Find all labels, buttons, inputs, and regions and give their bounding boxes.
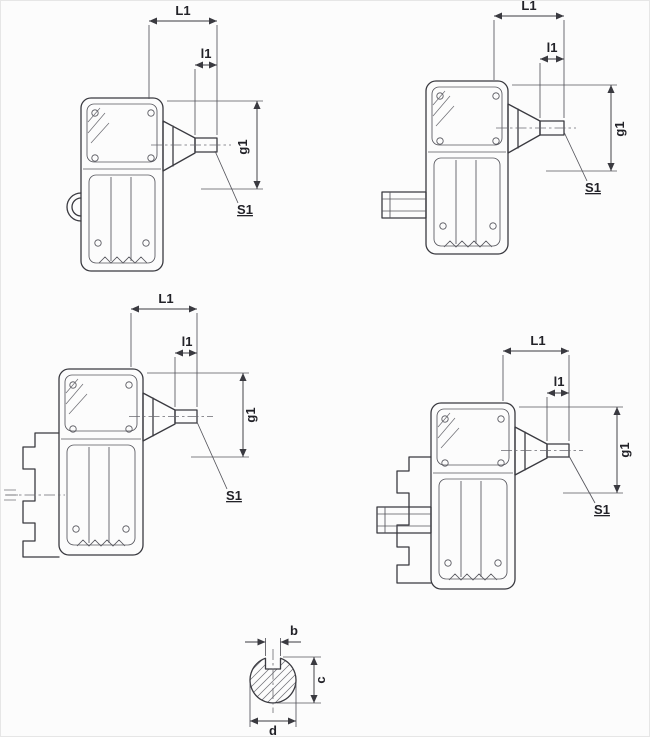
serration [76, 539, 126, 547]
callout-S1: S1 [196, 421, 242, 503]
section-hatching [250, 658, 296, 703]
shaft-section-outline [249, 657, 297, 704]
gearbox-housing [58, 368, 144, 556]
dim-L1: L1 [148, 3, 218, 135]
output-cone [142, 392, 176, 442]
dim-l1: l1 [194, 46, 217, 135]
dim-g1-label: g1 [617, 442, 632, 457]
dim-d-label: d [269, 723, 277, 737]
housing-lower-cover [438, 478, 508, 580]
dim-L1-extensions [502, 355, 570, 441]
dim-g1: g1 [147, 372, 258, 458]
dim-l1-label: l1 [201, 46, 212, 61]
dim-c: c [277, 656, 328, 704]
dim-L1-label: L1 [530, 333, 545, 348]
dim-g1-label: g1 [243, 407, 258, 422]
gearbox-housing [430, 402, 516, 590]
dim-b: b [245, 623, 301, 656]
motor-adapter [86, 103, 158, 163]
callout-S1-leader [563, 131, 588, 182]
dim-L1: L1 [502, 333, 570, 441]
dim-L1-label: L1 [158, 291, 173, 306]
dim-L1: L1 [130, 291, 198, 407]
output-cone [162, 120, 196, 172]
output-cone [514, 426, 548, 476]
dim-c-label: c [313, 676, 328, 683]
housing-detail-lines [433, 472, 513, 577]
hollow-shaft-hub [66, 192, 82, 222]
callout-S1: S1 [214, 150, 253, 217]
callout-S1-leader [196, 421, 228, 490]
dim-l1: l1 [174, 334, 197, 407]
housing-lower-cover [66, 444, 136, 546]
serration [448, 573, 498, 581]
gearbox-housing [80, 97, 164, 272]
dim-g1: g1 [167, 100, 263, 190]
motor-adapter [64, 374, 138, 432]
input-shaft-details [377, 507, 431, 533]
dim-l1-label: l1 [547, 40, 558, 55]
surface-hatch [87, 107, 110, 144]
view-1: L1 l1 g1 S1 [66, 3, 263, 272]
housing-detail-lines [83, 168, 161, 261]
serration [443, 240, 493, 248]
dim-L1-extensions [148, 25, 218, 135]
output-cone [507, 103, 541, 154]
dim-l1: l1 [546, 374, 569, 441]
callout-S1-label: S1 [594, 502, 610, 517]
dim-L1-extensions [493, 20, 565, 118]
shaft-cross-section: b c d [245, 623, 328, 737]
callout-S1-label: S1 [237, 202, 253, 217]
view-4: L1 l1 g1 S1 [376, 333, 632, 590]
callout-S1-label: S1 [585, 180, 601, 195]
section-hatch-lines [250, 658, 296, 703]
housing-detail-lines [428, 151, 506, 244]
motor-adapter [431, 86, 503, 146]
dim-L1-label: L1 [175, 3, 190, 18]
dim-L1-label: L1 [521, 1, 536, 13]
callout-S1: S1 [568, 455, 610, 517]
bolt-holes [441, 415, 505, 567]
dim-l1: l1 [539, 40, 564, 118]
dim-g1-label: g1 [235, 139, 250, 154]
mounting-flange [22, 432, 60, 558]
callout-S1-leader [568, 455, 596, 504]
motor-adapter [436, 408, 510, 466]
surface-hatch [432, 90, 455, 127]
input-shaft-details [382, 192, 426, 218]
view-2: L1 l1 g1 S1 [381, 1, 627, 255]
callout-S1-label: S1 [226, 488, 242, 503]
housing-lower-cover [433, 157, 501, 247]
dim-g1-extensions [147, 372, 249, 458]
dim-l1-label: l1 [554, 374, 565, 389]
dim-b-label: b [290, 623, 298, 638]
bolt-holes [436, 92, 500, 230]
dim-d: d [249, 683, 297, 737]
dim-g1: g1 [519, 406, 632, 494]
bolt-holes [91, 109, 155, 247]
dim-g1-extensions [519, 406, 623, 494]
bolt-holes [69, 381, 133, 533]
callout-S1: S1 [563, 131, 601, 195]
view-3: L1 l1 g1 S1 [4, 291, 258, 558]
dim-d-extensions [249, 683, 297, 727]
dim-g1: g1 [512, 84, 627, 172]
callout-S1-leader [214, 150, 239, 204]
dim-L1: L1 [493, 1, 565, 118]
dim-g1-label: g1 [612, 121, 627, 136]
serration [98, 256, 148, 264]
input-shaft [381, 191, 427, 219]
dim-g1-extensions [512, 84, 617, 172]
dim-l1-label: l1 [182, 334, 193, 349]
gearbox-housing [425, 80, 509, 255]
surface-hatch [437, 412, 460, 449]
surface-hatch [65, 378, 88, 415]
mounting-flange [396, 456, 432, 584]
housing-lower-cover [88, 174, 156, 264]
wall-marks [4, 489, 18, 501]
housing-detail-lines [61, 438, 141, 543]
input-shaft [376, 506, 432, 534]
dim-L1-extensions [130, 313, 198, 407]
